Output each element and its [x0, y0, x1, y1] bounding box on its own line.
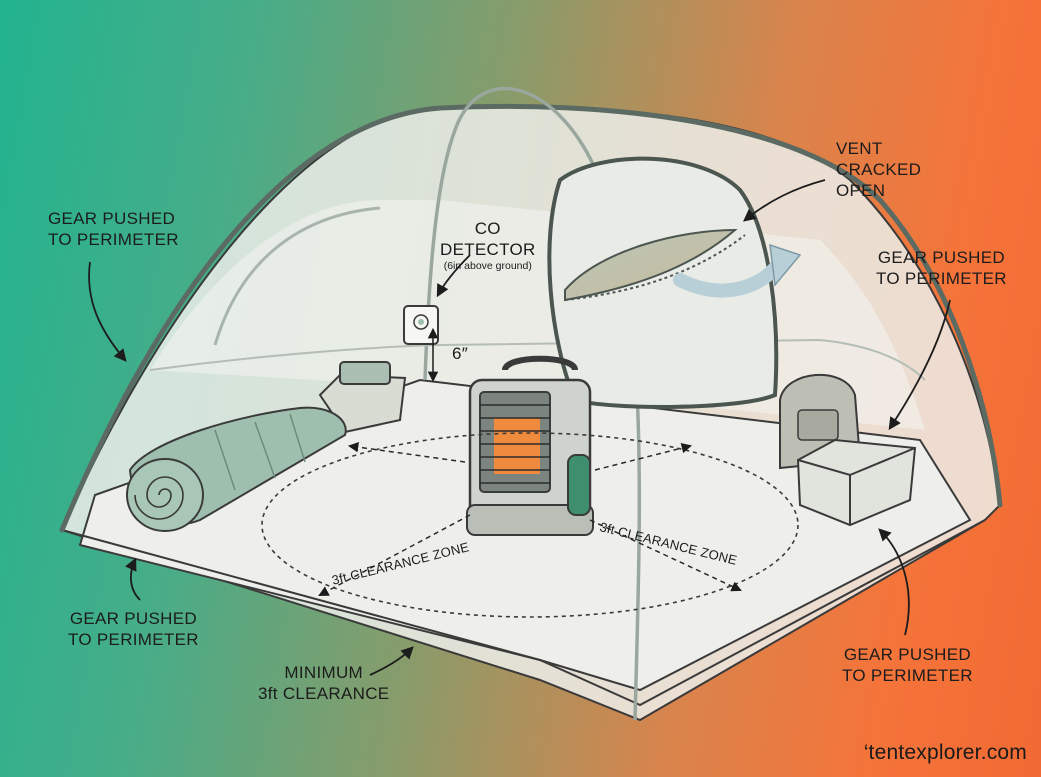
label-height-mark: 6″	[452, 344, 469, 363]
co-detector-device	[403, 305, 439, 383]
propane-heater	[466, 355, 594, 536]
callout-arrow-gear-bottom-left	[125, 557, 141, 601]
clearance-ellipse	[261, 432, 799, 618]
callout-arrow-co-detector	[436, 254, 471, 298]
callout-arrow-gear-bottom-right	[878, 528, 910, 636]
floor-edge	[61, 519, 986, 707]
vent-frame	[547, 156, 779, 409]
credit-text: ‘tentexplorer.com	[863, 741, 1027, 764]
callout-arrow-gear-top-left	[88, 261, 127, 362]
clearance-arrow-nw	[347, 441, 466, 463]
clearance-arrow-se	[589, 519, 742, 592]
tent-pole-center	[423, 86, 642, 721]
tent-pole-left	[59, 105, 443, 533]
storage-bin-right	[796, 438, 917, 527]
sleeping-bag	[126, 406, 347, 532]
vent-zipper	[564, 234, 746, 301]
label-co-note: (6in above ground)	[443, 260, 532, 272]
tent-inner-arch	[213, 206, 381, 346]
clearance-arrow-ne	[594, 442, 693, 471]
clearance-arrow-sw	[318, 514, 471, 596]
airflow-arrow-head	[769, 243, 802, 287]
callout-arrow-gear-right	[888, 299, 951, 431]
vent-flap	[564, 228, 738, 302]
callout-arrow-vent	[743, 179, 826, 222]
tent-pole-right	[437, 103, 1003, 508]
callout-arrow-minimum	[369, 646, 414, 676]
vent-window	[547, 156, 802, 409]
